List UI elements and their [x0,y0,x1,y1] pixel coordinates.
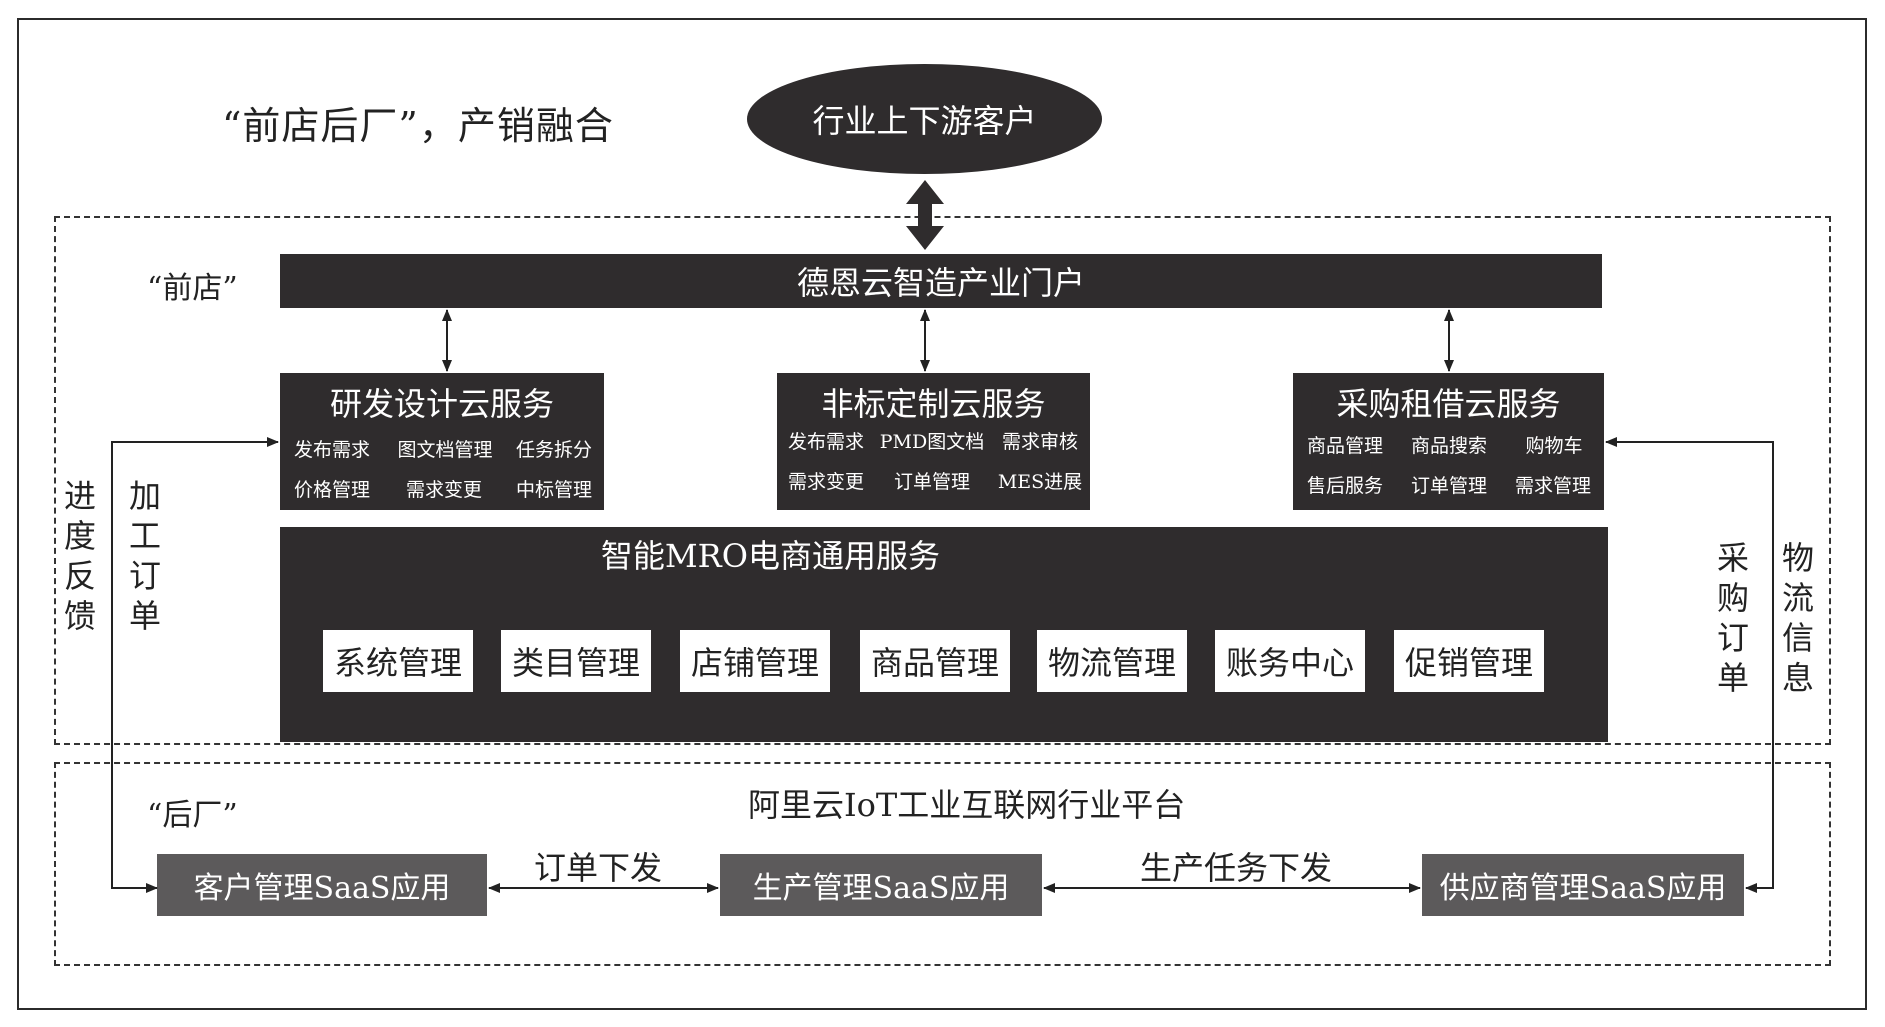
service-item: 商品搜索 [1410,435,1487,457]
service-item: 图文档管理 [397,439,493,461]
module-store: 店铺管理 [680,630,830,692]
service-title: 采购租借云服务 [1336,385,1561,423]
headline: “前店后厂”，产销融合 [222,104,614,148]
service-item: PMD图文档 [879,431,985,453]
progress-feedback-label: 进度反馈 [63,477,96,635]
module-system: 系统管理 [323,630,473,692]
service-item: 订单管理 [893,471,970,493]
back-factory-region [54,762,1831,966]
service-title: 非标定制云服务 [821,385,1046,423]
mro-title: 智能MRO电商通用服务 [600,537,940,575]
service-item: 需求审核 [1001,431,1078,453]
module-accounts: 账务中心 [1215,630,1365,692]
service-item: MES进展 [997,471,1083,493]
service-item: 任务拆分 [515,439,592,461]
custom-made-service: 非标定制云服务 发布需求 PMD图文档 需求审核 需求变更 订单管理 MES进展 [777,373,1090,510]
diagram-frame [17,18,1867,1010]
service-item: 订单管理 [1410,475,1487,497]
logistics-info-label: 物流信息 [1781,539,1814,697]
module-category: 类目管理 [501,630,651,692]
production-task-label: 生产任务下发 [1140,849,1333,887]
rd-design-service: 研发设计云服务 发布需求 图文档管理 任务拆分 价格管理 需求变更 中标管理 [280,373,604,510]
front-store-region [54,216,1831,745]
module-promotion: 促销管理 [1394,630,1544,692]
service-item: 价格管理 [293,479,370,501]
service-item: 中标管理 [515,479,592,501]
service-item: 发布需求 [293,439,370,461]
service-item: 售后服务 [1306,475,1383,497]
service-item: 需求管理 [1514,475,1591,497]
procurement-rental-service: 采购租借云服务 商品管理 商品搜索 购物车 售后服务 订单管理 需求管理 [1293,373,1604,510]
customer-portal-double-arrow [906,180,944,250]
service-item: 商品管理 [1306,435,1383,457]
module-logistics: 物流管理 [1037,630,1187,692]
order-dispatch-label: 订单下发 [534,849,663,887]
module-product: 商品管理 [860,630,1010,692]
service-title: 研发设计云服务 [329,385,554,423]
service-item: 发布需求 [787,431,864,453]
platform-title: 阿里云IoT工业互联网行业平台 [748,786,1186,824]
production-saas-app: 生产管理SaaS应用 [720,854,1042,916]
service-item: 需求变更 [405,479,482,501]
processing-order-arrow [111,437,279,893]
service-item: 需求变更 [787,471,864,493]
portal-bar: 德恩云智造产业门户 [280,254,1602,308]
purchase-order-arrow [1605,437,1774,893]
front-store-label: “前店” [147,271,238,306]
service-item: 购物车 [1525,435,1583,457]
customer-node: 行业上下游客户 [747,64,1102,174]
